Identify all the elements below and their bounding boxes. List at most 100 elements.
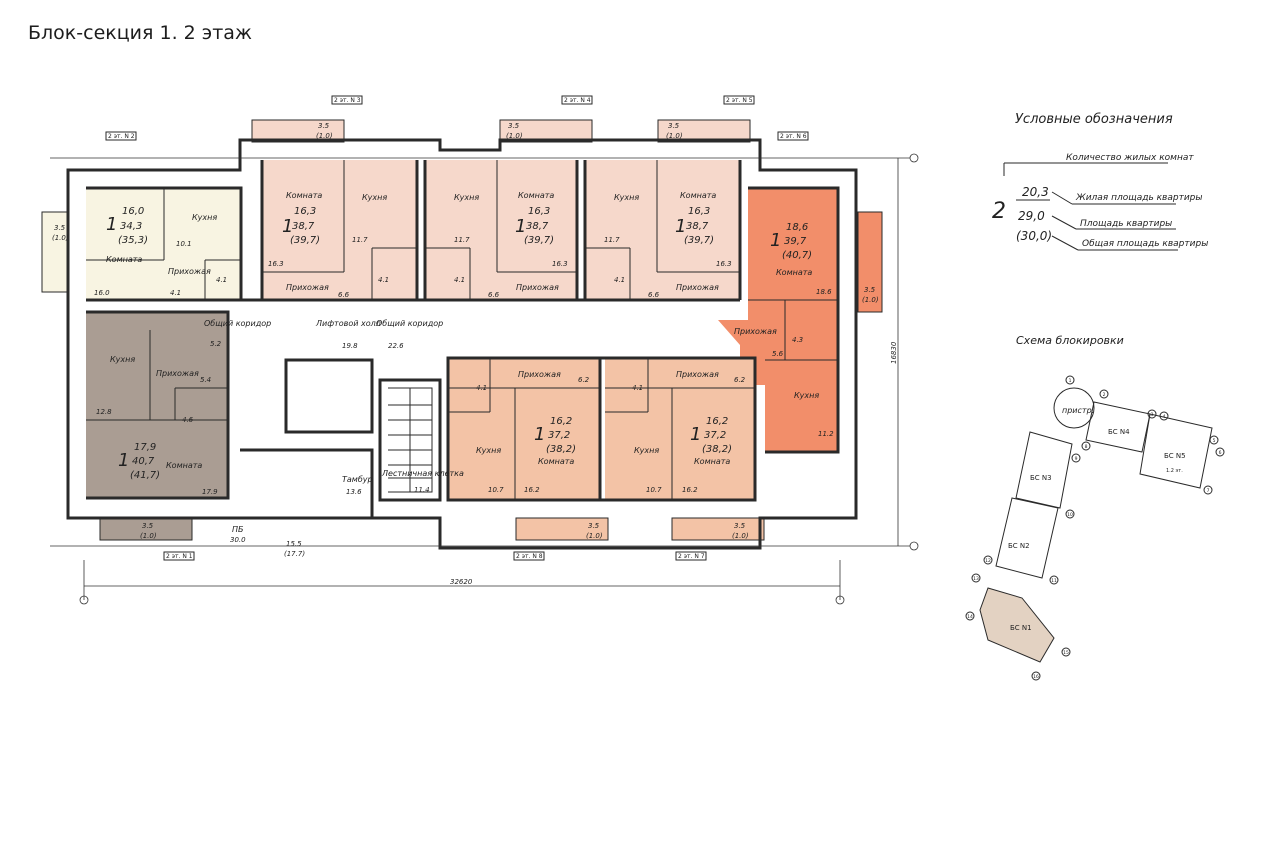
apt-summary-8: 1 16,2 37,2 (38,2): [690, 416, 732, 455]
balconies-area: 3.5: [508, 122, 520, 130]
circle-shape: [1065, 375, 1075, 385]
apartment-8-fill[interactable]: [605, 358, 755, 500]
scheme-sections-4: БС N5: [1164, 452, 1186, 460]
room_areas-a8_kitchen: 10.7: [646, 486, 662, 494]
room_areas-a1_bath: 4.1: [216, 276, 227, 284]
apartments-6-rooms: 1: [534, 424, 545, 445]
apartments-4-area: 39,7: [784, 236, 807, 247]
room_labels-kitchen: Кухня: [362, 193, 387, 202]
apartment-6-fill[interactable]: [86, 312, 228, 498]
apartments-7-rooms: 1: [690, 424, 701, 445]
apartments-6-living: 16,2: [550, 416, 572, 427]
legend-living_label: Жилая площадь квартиры: [1075, 193, 1203, 203]
scheme-sections-3: БС N4: [1108, 428, 1130, 436]
room_areas-a6_bath: 4.6: [182, 416, 194, 424]
balconies-area: 3.5: [668, 122, 680, 130]
room_areas-a2_bath: 4.1: [378, 276, 389, 284]
blocking-scheme: Схема блокировки пристр. БС N4 БС N5 1.2…: [965, 334, 1225, 681]
balconies-tags-0: 2 эт. N 1: [166, 553, 193, 560]
circle-shape: [909, 153, 919, 163]
room_areas-a1_hall: 4.1: [170, 289, 181, 297]
apartments-2-living: 16,3: [528, 206, 550, 217]
circle-shape: [1061, 647, 1071, 657]
path-shape: [86, 330, 228, 421]
legend-title: Условные обозначения: [1015, 112, 1173, 127]
room_areas-a2_hall: 6.6: [338, 291, 350, 299]
rect-shape: [331, 95, 363, 105]
legend-sample_area: 29,0: [1018, 209, 1045, 223]
rect-shape: [657, 119, 751, 143]
apartments-4-living: 18,6: [786, 222, 808, 233]
balconies-total: (1.0): [586, 532, 603, 540]
path-shape: [585, 160, 740, 300]
balconies: [41, 119, 883, 541]
room_areas-a5_hall: 5.6: [772, 350, 784, 358]
room_areas-a4_hall: 6.6: [648, 291, 660, 299]
section-1: [979, 587, 1055, 663]
balconies-tags-5: 2 эт. N 6: [780, 133, 807, 140]
apartments-7-total: (38,2): [702, 444, 732, 455]
circle-shape: [1147, 409, 1157, 419]
apartment-7-fill[interactable]: [448, 358, 600, 500]
apartment-4-fill[interactable]: [585, 160, 740, 300]
circle-shape: [835, 595, 845, 605]
room_labels-kitchen: Кухня: [454, 193, 479, 202]
rect-shape: [777, 131, 809, 141]
room_areas-a7_kitchen: 10.7: [488, 486, 504, 494]
path-shape: [86, 186, 243, 300]
apartments-7-area: 37,2: [704, 430, 726, 441]
circle-shape: [1203, 485, 1213, 495]
circle-shape: [909, 541, 919, 551]
room_areas-a3_kitchen: 11.7: [454, 236, 470, 244]
rect-shape: [99, 517, 193, 541]
apartments-7-living: 16,2: [706, 416, 728, 427]
balcony-fill-5: [658, 120, 750, 142]
legend-area_label: Площадь квартиры: [1080, 219, 1172, 229]
rect-shape: [671, 517, 765, 541]
room_areas-pb: 30.0: [230, 536, 246, 544]
apartments-2-area: 38,7: [526, 221, 549, 232]
room-area-numbers: 16.0 10.1 4.1 4.1 16.3 11.7 6.6 4.1 16.3…: [94, 236, 834, 558]
room_areas-a4_bath: 4.1: [614, 276, 625, 284]
apartments-3-living: 16,3: [688, 206, 710, 217]
balconies-total: (1.0): [506, 132, 523, 140]
balconies-total: (1.0): [732, 532, 749, 540]
section-4: [1085, 401, 1151, 453]
balconies-area: 3.5: [318, 122, 330, 130]
height-dimension: 16830: [890, 341, 898, 364]
room_areas-lift_hall: 19.8: [342, 342, 358, 350]
path-shape: [605, 358, 755, 500]
path-shape: [284, 358, 374, 434]
scheme-gap: 1.2 эт.: [1166, 468, 1183, 474]
apartments-4-total: (40,7): [782, 250, 812, 261]
dimension-lines: 32620 16830: [50, 153, 919, 605]
apartment-3-fill[interactable]: [425, 160, 577, 300]
apt-summary-1: 1 16,0 34,3 (35,3): [106, 206, 148, 246]
path-shape: [388, 387, 433, 493]
room_areas-vestibule: 13.6: [346, 488, 362, 496]
room_labels-room: Комната: [106, 255, 142, 264]
room_labels-kitchen: Кухня: [110, 355, 135, 364]
apt-1-living: 16,0: [122, 206, 144, 217]
room_areas-a6_hall: 5.4: [200, 376, 211, 384]
circle-shape: [965, 611, 975, 621]
balconies-area: 3.5: [54, 224, 66, 232]
apartment-2-fill[interactable]: [262, 160, 417, 300]
balconies-area: 3.5: [588, 522, 600, 530]
apartments-3-total: (39,7): [684, 235, 714, 246]
balconies-tags-1: 2 эт. N 2: [108, 133, 135, 140]
room_labels-common_corridor: Общий коридор: [376, 319, 443, 328]
room_areas-a4_kitchen: 11.7: [604, 236, 620, 244]
apartment-5-fill[interactable]: [718, 188, 838, 452]
path-shape: [446, 356, 757, 502]
scheme-sections-2: БС N3: [1030, 474, 1052, 482]
apartments-5-total: (41,7): [130, 470, 160, 481]
apartments-5-rooms: 1: [118, 450, 129, 471]
line-shape: [1051, 215, 1077, 230]
room_labels-hall: Прихожая: [734, 327, 777, 336]
balcony-fill-8: [516, 518, 608, 540]
room_areas-a3_hall: 6.6: [488, 291, 500, 299]
room_areas-entrance: 15.5: [286, 540, 302, 548]
apartment-fills: [42, 120, 882, 540]
scheme-title: Схема блокировки: [1016, 334, 1124, 347]
